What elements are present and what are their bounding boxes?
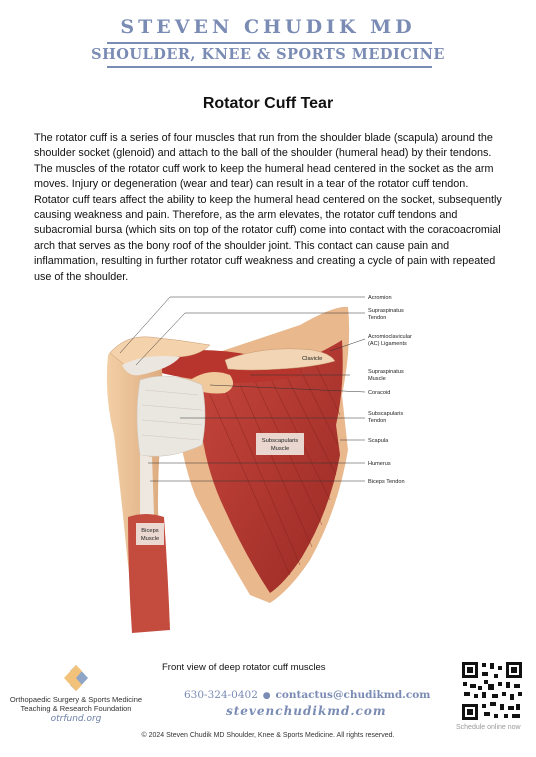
anatomy-figure: Acromion Supraspinatus Tendon Acromiocla…: [90, 285, 450, 645]
brand-tagline: SHOULDER, KNEE & SPORTS MEDICINE: [91, 46, 445, 63]
qr-code-icon[interactable]: [460, 660, 524, 722]
foundation-block: Orthopaedic Surgery & Sports Medicine Te…: [2, 663, 150, 724]
subscapularis-muscle: [200, 340, 343, 593]
page-title: Rotator Cuff Tear: [202, 95, 334, 112]
brand-name: STEVEN CHUDIK MD: [120, 16, 416, 38]
label-clavicle: Clavicle: [302, 356, 322, 362]
foundation-logo-icon: [56, 663, 96, 693]
qr-caption: Schedule online now: [456, 724, 521, 731]
label-ac-ligaments: Acromioclavicular: [368, 334, 412, 340]
label-humerus: Humerus: [368, 461, 391, 467]
website-link[interactable]: stevenchudikmd.com: [226, 704, 387, 718]
label-biceps-tendon: Biceps Tendon: [368, 479, 405, 485]
label-supraspinatus-muscle: Supraspinatus: [368, 369, 404, 375]
label-subscapularis-muscle: Subscapularis: [262, 438, 299, 444]
article-body: The rotator cuff is a series of four mus…: [34, 132, 502, 283]
label-acromion: Acromion: [368, 295, 392, 301]
label-biceps-muscle-2: Muscle: [141, 536, 159, 542]
biceps-tendon: [140, 455, 154, 517]
label-subscapularis-tendon-2: Tendon: [368, 418, 386, 424]
label-supraspinatus-muscle-2: Muscle: [368, 376, 386, 382]
clavicle-bone: [224, 348, 336, 371]
supraspinatus-tendon: [122, 356, 180, 376]
label-biceps-muscle: Biceps: [141, 528, 159, 534]
foundation-url[interactable]: otrfund.org: [50, 714, 102, 724]
contact-line: 630-324-0402 ● contactus@chudikmd.com: [184, 689, 430, 701]
header-rule-top: [107, 42, 432, 44]
label-supraspinatus-tendon-2: Tendon: [368, 315, 386, 321]
label-subscapularis-tendon: Subscapularis: [368, 411, 403, 417]
email-link[interactable]: contactus@chudikmd.com: [275, 689, 431, 701]
separator-dot-icon: ●: [259, 691, 274, 701]
phone-link[interactable]: 630-324-0402: [184, 689, 258, 701]
subscapularis-tendon: [136, 375, 206, 457]
copyright: © 2024 Steven Chudik MD Shoulder, Knee &…: [141, 732, 395, 739]
foundation-name-1: Orthopaedic Surgery & Sports Medicine: [9, 695, 143, 704]
label-scapula: Scapula: [368, 438, 389, 444]
label-ac-ligaments-2: (AC) Ligaments: [368, 341, 407, 347]
header-rule-bottom: [107, 66, 432, 68]
figure-caption: Front view of deep rotator cuff muscles: [162, 662, 326, 673]
label-coracoid: Coracoid: [368, 390, 390, 396]
foundation-name-2: Teaching & Research Foundation: [20, 704, 132, 713]
label-subscapularis-muscle-2: Muscle: [271, 446, 289, 452]
label-supraspinatus-tendon: Supraspinatus: [368, 308, 404, 314]
